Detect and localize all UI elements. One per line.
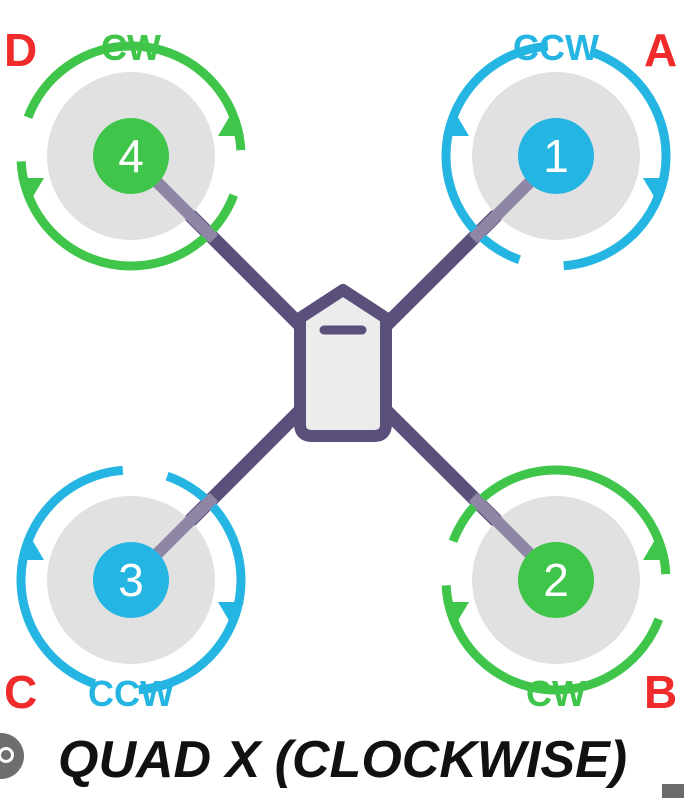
motor-4-group: 4 bbox=[16, 41, 246, 271]
rotation-arrow-icon bbox=[18, 178, 44, 200]
motor-1-number: 1 bbox=[543, 130, 569, 182]
flight-controller-body bbox=[294, 284, 392, 442]
direction-label-1: CCW bbox=[513, 27, 599, 68]
motor-4-badge bbox=[93, 118, 169, 194]
direction-label-4: CW bbox=[101, 27, 161, 68]
rotation-arrow-icon bbox=[643, 178, 669, 200]
motor-2-number: 2 bbox=[543, 554, 569, 606]
motor-1-group: 1 bbox=[441, 41, 671, 271]
motor-3-group: 3 bbox=[16, 465, 246, 695]
rotation-ring bbox=[441, 41, 671, 271]
rotation-arrow-icon bbox=[443, 114, 469, 136]
rotation-arrow-icon bbox=[218, 114, 244, 136]
rotation-ring bbox=[16, 465, 246, 695]
corner-label-c: C bbox=[4, 666, 37, 718]
expand-badge-icon[interactable] bbox=[662, 784, 684, 798]
rotation-ring bbox=[16, 41, 246, 271]
corner-label-d: D bbox=[4, 24, 37, 76]
direction-label-2: CW bbox=[526, 673, 586, 714]
body-shell bbox=[294, 284, 392, 442]
corner-label-a: A bbox=[644, 24, 677, 76]
rotation-arrow-icon bbox=[18, 538, 44, 560]
rotation-arrow-icon bbox=[218, 602, 244, 624]
motor-3-badge bbox=[93, 542, 169, 618]
motor-3-number: 3 bbox=[118, 554, 144, 606]
rotation-arrow-icon bbox=[443, 602, 469, 624]
motor-1-badge bbox=[518, 118, 594, 194]
direction-label-3: CCW bbox=[88, 673, 174, 714]
motor-2-group: 2 bbox=[441, 465, 671, 695]
motor-4-number: 4 bbox=[118, 130, 144, 182]
corner-label-b: B bbox=[644, 666, 677, 718]
rotation-arrow-icon bbox=[643, 538, 669, 560]
rotation-ring bbox=[441, 465, 671, 695]
diagram-title: QUAD X (CLOCKWISE) bbox=[58, 731, 628, 789]
motor-2-badge bbox=[518, 542, 594, 618]
